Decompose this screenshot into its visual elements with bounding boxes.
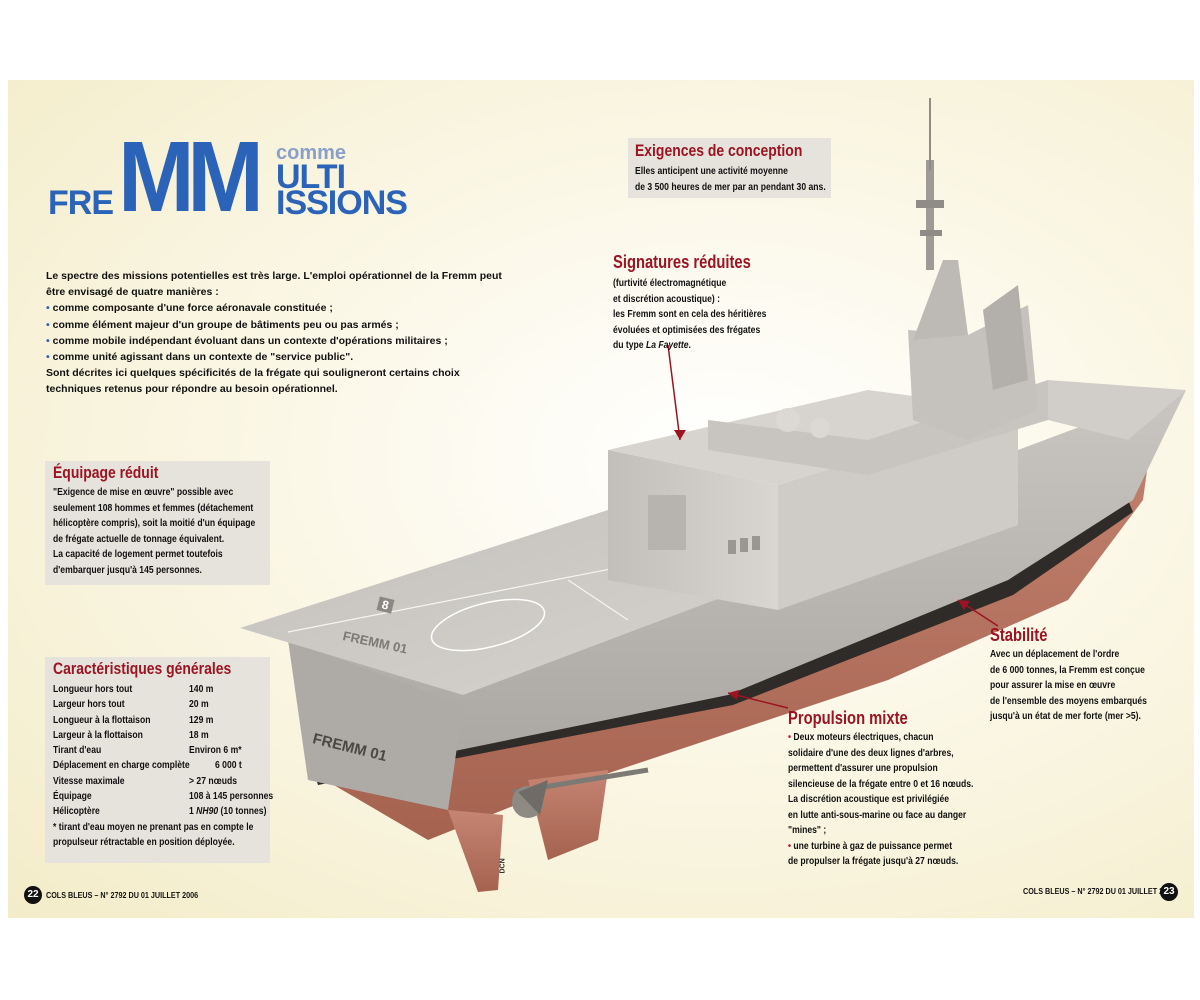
equipage-line: d'embarquer jusqu'à 145 personnes. [53,564,202,576]
intro-bullet: • comme mobile indépendant évoluant dans… [46,334,448,347]
exigences-title: Exigences de conception [635,141,803,160]
rudder [448,810,503,892]
page-number-left: 22 [24,886,42,904]
title-mm: MM [118,121,264,233]
signatures-line: évoluées et optimisées des frégates [613,324,761,336]
frigate-illustration [240,98,1186,892]
stabilite-block: Stabilité Avec un déplacement de l'ordre… [990,625,1172,725]
propulsion-line: de propulser la frégate jusqu'à 27 nœuds… [788,856,959,867]
spec-note: * tirant d'eau moyen ne prenant pas en c… [53,821,254,833]
caracteristiques-title: Caractéristiques générales [53,659,232,678]
intro-para2: Sont décrites ici quelques spécificités … [46,367,460,396]
skeg [528,770,608,860]
stabilite-line: Avec un déplacement de l'ordre [990,649,1120,660]
equipage-box: Équipage réduit "Exigence de mise en œuv… [45,461,270,585]
exigences-line: Elles anticipent une activité moyenne [635,166,788,177]
signatures-line: et discrétion acoustique) : [613,293,721,305]
propulsion-line: permettent d'assurer une propulsion [788,763,938,774]
footer-left: COLS BLEUS – N° 2792 DU 01 JUILLET 2006 [46,891,199,900]
callout-lines [667,344,999,709]
exigences-line: de 3 500 heures de mer par an pendant 30… [635,181,826,193]
footer-right: COLS BLEUS – N° 2792 DU 01 JUILLET 2006 [1023,887,1176,896]
equipage-line: de frégate actuelle de tonnage équivalen… [53,533,225,545]
equipage-line: "Exigence de mise en œuvre" possible ave… [53,487,234,498]
intro-text: Le spectre des missions potentielles est… [46,268,506,398]
propulsion-line: silencieuse de la frégate entre 0 et 16 … [788,778,974,790]
hangar [608,450,778,610]
title-ulti: ULTI [276,158,346,196]
signatures-line: du type La Fayette. [613,340,691,351]
intro-bullet: • comme unité agissant dans un contexte … [46,351,354,364]
stabilite-line: de l'ensemble des moyens embarqués [990,695,1147,707]
propulsion-line: La discrétion acoustique est privilégiée [788,794,950,805]
propulsion-line: • une turbine à gaz de puissance permet [788,840,953,852]
stabilite-line: jusqu'à un état de mer forte (mer >5). [990,711,1141,722]
magazine-spread: FREMM 01 FREMM 01 8 DCN FRE MM comme ULT… [8,80,1194,918]
signatures-line: les Fremm sont en cela des héritières [613,309,767,320]
spec-row: Vitesse maximale> 27 nœuds [53,775,238,787]
stabilite-line: de 6 000 tonnes, la Fremm est conçue [990,664,1145,676]
intro-bullet: • comme élément majeur d'un groupe de bâ… [46,318,399,331]
page-number-right: 23 [1160,883,1178,901]
equipage-line: La capacité de logement permet toutefois [53,549,223,560]
title-comme: comme [276,142,347,164]
stern-transom [288,640,463,810]
spec-note: propulseur rétractable en position déplo… [53,837,235,849]
equipage-title: Équipage réduit [53,463,159,482]
stabilite-line: pour assurer la mise en œuvre [990,680,1116,691]
equipage-line: seulement 108 hommes et femmes (détachem… [53,502,254,514]
equipage-line: hélicoptère compris), soit la moitié d'u… [53,518,256,529]
propulsion-line: • Deux moteurs électriques, chacun [788,732,934,743]
exigences-box: Exigences de conception Elles anticipent… [628,138,831,198]
title-issions: ISSIONS [276,184,408,222]
title-fre: FRE [48,184,114,222]
propulsion-title: Propulsion mixte [788,708,908,728]
signatures-title: Signatures réduites [613,252,751,272]
radar-mast [913,260,968,340]
stabilite-title: Stabilité [990,625,1048,645]
signatures-block: Signatures réduites (furtivité électroma… [613,252,791,354]
propulsion-line: en lutte anti-sous-marine ou face au dan… [788,809,967,821]
intro-para1: Le spectre des missions potentielles est… [46,270,502,299]
signatures-line: (furtivité électromagnétique [613,278,727,289]
propulsion-block: Propulsion mixte • Deux moteurs électriq… [788,708,1004,870]
propulsion-line: "mines" ; [788,825,827,836]
propulsion-line: solidaire d'une des deux lignes d'arbres… [788,747,954,759]
intro-bullet: • comme composante d'une force aéronaval… [46,302,333,315]
caracteristiques-box: Caractéristiques générales Longueur hors… [45,657,273,863]
